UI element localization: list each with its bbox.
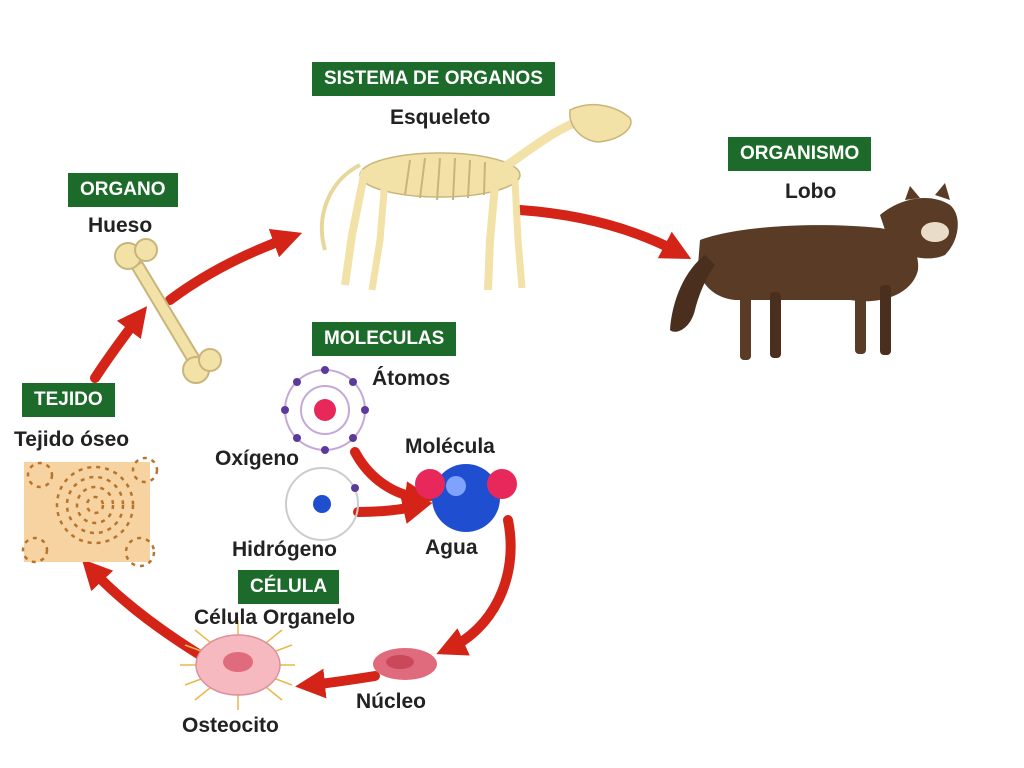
level-badge-tejido: TEJIDO xyxy=(22,383,115,417)
nucleus-organelle xyxy=(373,648,437,680)
label-hidrogeno: Hidrógeno xyxy=(232,538,337,561)
label-hueso: Hueso xyxy=(88,214,153,237)
label-nucleo: Núcleo xyxy=(356,690,427,713)
level-badge-moleculas: MOLECULAS xyxy=(312,322,457,356)
label-tejido-oseo: Tejido óseo xyxy=(14,428,130,451)
water-molecule xyxy=(415,464,517,532)
level-badge-organismo: ORGANISMO xyxy=(728,137,872,171)
arrow-skeleton-to-wolf xyxy=(515,205,692,259)
arrow-oxygen-to-water xyxy=(350,447,435,512)
arrow-bone-to-skeleton xyxy=(165,229,303,305)
label-oxigeno: Oxígeno xyxy=(215,447,300,470)
level-badge-celula: CÉLULA xyxy=(238,570,340,604)
level-badge-organo: ORGANO xyxy=(68,173,178,207)
level-badge-sistema: SISTEMA DE ORGANOS xyxy=(312,62,555,96)
arrow-nucleus-to-cell xyxy=(295,668,380,699)
arrow-water-to-nucleus xyxy=(436,515,516,656)
label-molecula: Molécula xyxy=(405,435,495,458)
label-esqueleto: Esqueleto xyxy=(390,106,491,129)
hydrogen-atom xyxy=(285,467,359,541)
oxygen-atom xyxy=(281,366,369,454)
label-agua: Agua xyxy=(425,536,478,559)
label-celula-organelo: Célula Organelo xyxy=(194,606,356,629)
label-atomos: Átomos xyxy=(372,367,451,390)
arrow-tissue-to-bone xyxy=(90,306,148,383)
label-osteocito: Osteocito xyxy=(182,714,279,737)
label-lobo: Lobo xyxy=(785,180,837,203)
osteocyte xyxy=(180,620,295,710)
arrow-cell-to-tissue xyxy=(81,559,205,660)
